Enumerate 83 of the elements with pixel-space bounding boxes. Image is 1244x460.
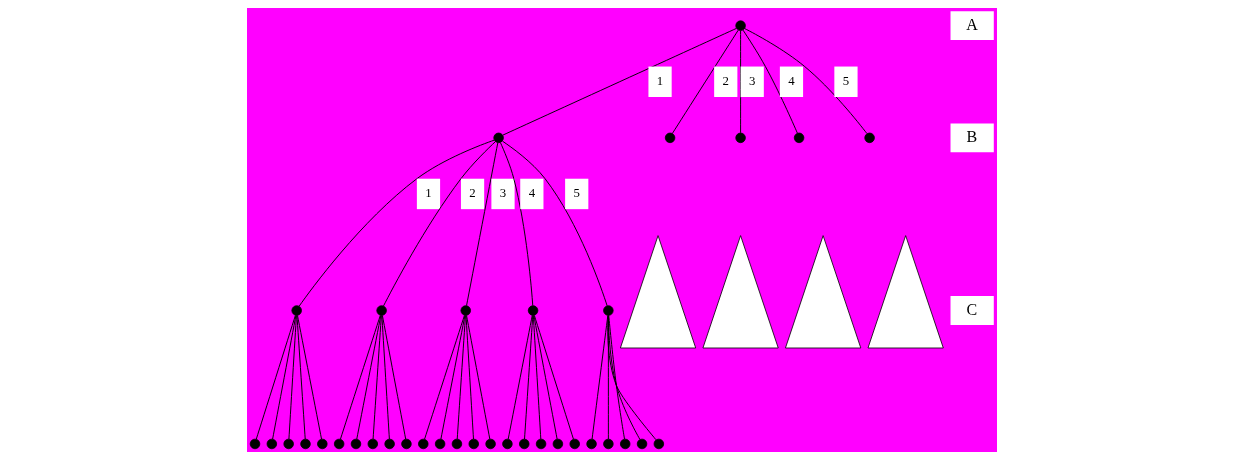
label: A — [966, 15, 978, 33]
node-triangle — [620, 235, 697, 349]
connector — [502, 27, 737, 136]
connector — [507, 314, 533, 440]
node-circle — [502, 438, 513, 450]
connector — [501, 140, 608, 307]
node-circle — [569, 438, 580, 450]
node-circle — [249, 438, 261, 450]
connector — [296, 314, 306, 440]
node-circle — [266, 438, 278, 450]
connector — [744, 28, 868, 134]
edge-label: 2 — [722, 73, 729, 88]
connector — [440, 314, 466, 440]
edge-label: 1 — [656, 73, 664, 88]
connector — [742, 29, 798, 134]
node-circle — [485, 438, 496, 450]
node-circle — [535, 438, 547, 450]
node-circle — [793, 132, 805, 144]
node-circle — [350, 438, 362, 450]
node-circle — [291, 305, 302, 316]
node-circle — [636, 438, 648, 450]
edge-label: 1 — [425, 185, 432, 200]
label: C — [966, 300, 978, 318]
connector — [533, 314, 558, 440]
connector — [466, 314, 491, 440]
node-circle — [552, 438, 564, 450]
node-circle — [735, 132, 746, 144]
node-circle — [519, 438, 530, 450]
connector — [465, 314, 474, 440]
node-circle — [586, 438, 597, 450]
connector — [339, 314, 381, 440]
connector — [255, 314, 296, 440]
node-circle — [434, 438, 446, 450]
node-circle — [401, 438, 412, 450]
connector — [607, 315, 657, 441]
connector — [297, 314, 323, 440]
connector — [671, 29, 739, 134]
connector — [381, 314, 390, 440]
node-circle — [333, 438, 345, 450]
node-circle — [418, 438, 429, 450]
connector — [499, 142, 534, 307]
connector — [524, 314, 534, 440]
node-circle — [603, 438, 614, 450]
node-circle — [468, 438, 479, 450]
edge-label: 4 — [788, 73, 795, 88]
node-circle — [376, 305, 387, 316]
node-circle — [653, 438, 665, 450]
node-circle — [451, 438, 463, 450]
edge-label: 2 — [469, 185, 476, 200]
connector — [607, 314, 641, 440]
node-circle — [493, 132, 504, 144]
node-circle — [367, 438, 378, 450]
connector — [466, 142, 499, 307]
node-circle — [460, 305, 471, 316]
connector — [298, 139, 495, 307]
edge-label: 5 — [842, 73, 850, 88]
node-circle — [384, 438, 395, 450]
edge-label: 3 — [499, 185, 507, 200]
connector — [383, 141, 496, 307]
connector — [381, 314, 407, 440]
edge-label: 3 — [749, 73, 756, 88]
connector — [272, 314, 297, 440]
node-circle — [735, 20, 746, 31]
connector — [424, 314, 465, 440]
label: B — [966, 127, 978, 145]
node-circle — [300, 438, 311, 450]
node-circle — [603, 305, 614, 316]
edge-label: 4 — [528, 185, 536, 200]
edge-label: 5 — [573, 185, 580, 200]
node-circle — [317, 438, 328, 450]
connector — [532, 314, 542, 440]
node-triangle — [867, 235, 944, 349]
connector — [740, 30, 742, 134]
node-triangle — [785, 235, 862, 349]
node-circle — [283, 438, 294, 450]
node-circle — [864, 132, 875, 144]
node-triangle — [702, 235, 779, 349]
node-circle — [664, 132, 676, 144]
connector — [533, 314, 574, 440]
connector — [608, 314, 625, 440]
connector — [356, 314, 382, 440]
node-circle — [620, 438, 631, 450]
node-circle — [527, 305, 539, 316]
